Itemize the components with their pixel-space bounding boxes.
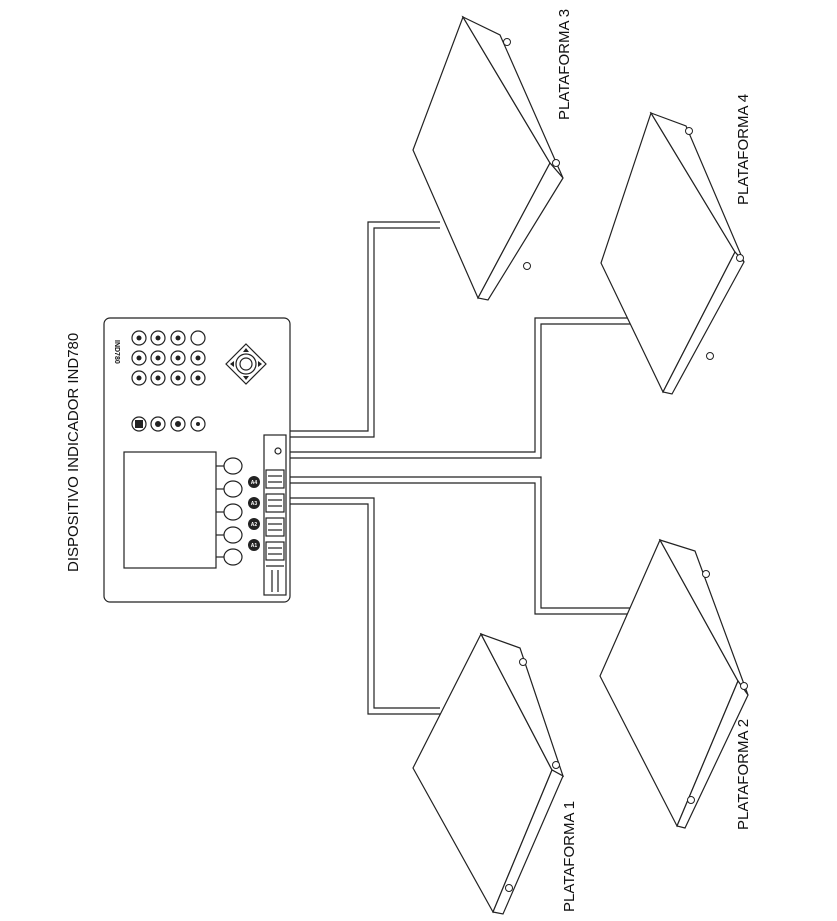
platform-1-label: PLATAFORMA 1 xyxy=(561,801,578,912)
softkey-circles xyxy=(216,457,243,566)
indicator-device: A4 A3 A2 A1 xyxy=(103,317,291,603)
function-keys xyxy=(131,416,206,432)
cables xyxy=(290,221,630,715)
cable-platform-4 xyxy=(290,317,630,453)
model-label: IND780 xyxy=(113,340,120,364)
softkey-a3: A3 xyxy=(251,501,258,507)
connector-panel xyxy=(263,434,287,596)
platform-2-label: PLATAFORMA 2 xyxy=(735,719,752,830)
softkey-a2: A2 xyxy=(251,522,258,528)
navigation-pad xyxy=(225,343,267,385)
platform-1 xyxy=(412,632,565,915)
indicator-display xyxy=(123,451,217,569)
softkey-a4: A4 xyxy=(251,480,258,486)
cable-platform-3 xyxy=(290,221,440,432)
a-keys: A4 A3 A2 A1 xyxy=(248,476,260,551)
indicator-label: DISPOSITIVO INDICADOR IND780 xyxy=(65,333,82,572)
cable-platform-2 xyxy=(290,476,630,609)
numeric-keypad xyxy=(131,330,206,386)
platform-2 xyxy=(599,538,749,829)
platform-4-label: PLATAFORMA 4 xyxy=(735,94,752,205)
platform-4 xyxy=(600,111,745,395)
softkey-a1: A1 xyxy=(251,543,258,549)
platform-3-label: PLATAFORMA 3 xyxy=(556,9,573,120)
platform-3 xyxy=(412,15,564,301)
cable-platform-1 xyxy=(290,497,440,709)
